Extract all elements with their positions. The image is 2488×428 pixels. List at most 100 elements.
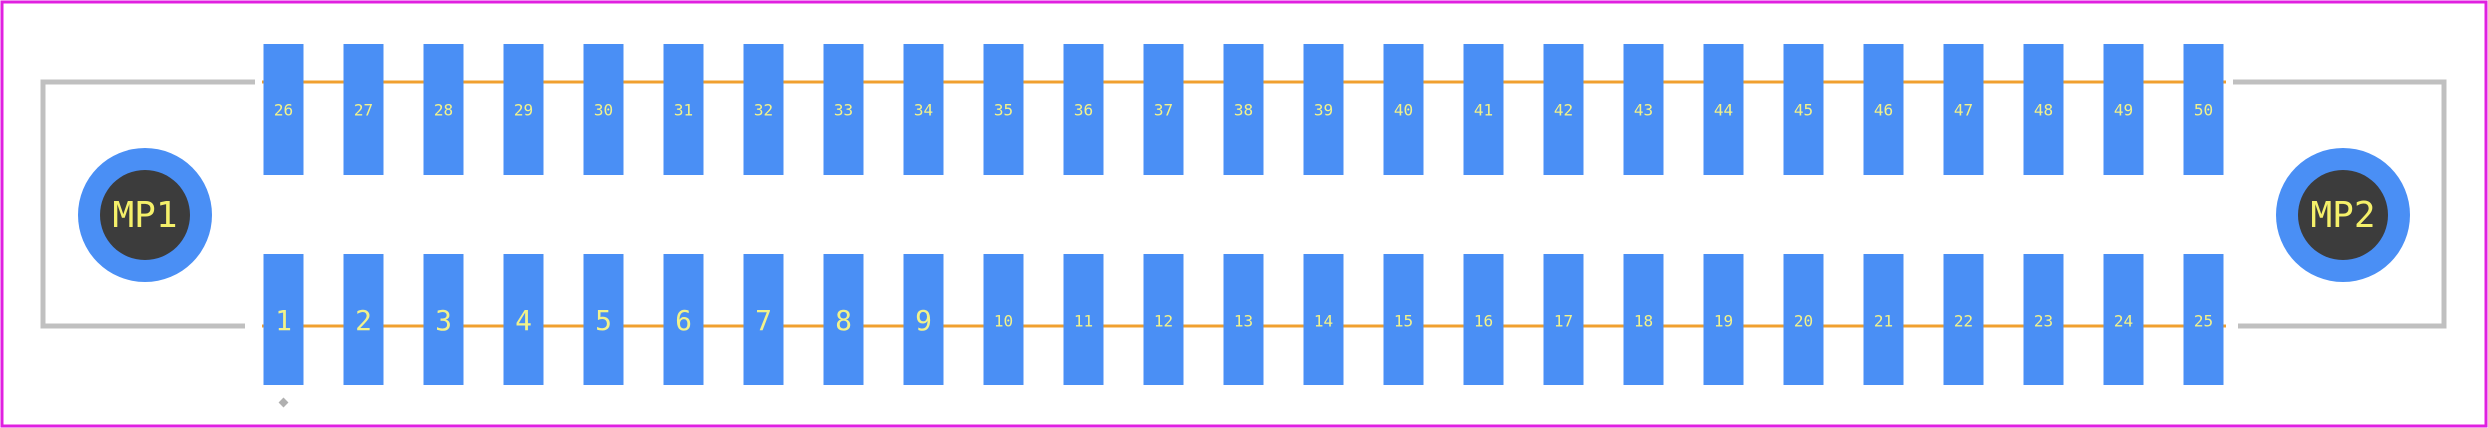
pad-label: 23 [2034, 312, 2053, 331]
pad-label: 38 [1234, 101, 1253, 120]
pad-label: 35 [994, 101, 1013, 120]
pad-38: 38 [1223, 44, 1264, 175]
pad-rect [1383, 254, 1424, 385]
pad-rect [583, 254, 624, 385]
pad-label: 41 [1474, 101, 1493, 120]
pad-47: 47 [1943, 44, 1984, 175]
pad-label: 45 [1794, 101, 1813, 120]
pad-rect [1783, 254, 1824, 385]
pad-rect [823, 44, 864, 175]
pad-rect [2023, 254, 2064, 385]
pad-label: 10 [994, 312, 1013, 331]
pad-label: 13 [1234, 312, 1253, 331]
pad-label: 30 [594, 101, 613, 120]
pad-24: 24 [2103, 254, 2144, 385]
pad-rect [423, 254, 464, 385]
pad-rect [1703, 254, 1744, 385]
pad-11: 11 [1063, 254, 1104, 385]
pad-12: 12 [1143, 254, 1184, 385]
mounting-hole-mp1: MP1 [78, 148, 212, 282]
pad-rect [1543, 254, 1584, 385]
pad-42: 42 [1543, 44, 1584, 175]
pad-37: 37 [1143, 44, 1184, 175]
pad-label: 43 [1634, 101, 1653, 120]
pad-32: 32 [743, 44, 784, 175]
pad-label: 36 [1074, 101, 1093, 120]
pad-26: 26 [263, 44, 304, 175]
silkscreen-right-bracket [2233, 79, 2447, 329]
pad-rect [503, 254, 544, 385]
pad-rect [1703, 44, 1744, 175]
pad-1: 1 [263, 254, 304, 385]
pad-label: 48 [2034, 101, 2053, 120]
pad-rect [1303, 44, 1344, 175]
pad-27: 27 [343, 44, 384, 175]
pad-rect [1383, 44, 1424, 175]
silkscreen-left-bracket [40, 79, 255, 329]
pad-33: 33 [823, 44, 864, 175]
pad-rect [1223, 44, 1264, 175]
pad-rect [263, 44, 304, 175]
pad-label: 27 [354, 101, 373, 120]
pad-rect [1063, 254, 1104, 385]
pad-label: 8 [835, 304, 852, 337]
mounting-hole-label: MP1 [112, 195, 177, 236]
pad-rect [663, 44, 704, 175]
pad-label: 4 [515, 304, 532, 337]
pad-rect [1943, 44, 1984, 175]
pad-9: 9 [903, 254, 944, 385]
pad-17: 17 [1543, 254, 1584, 385]
pad-label: 15 [1394, 312, 1413, 331]
pad-rect [1303, 254, 1344, 385]
pad-rect [663, 254, 704, 385]
pad-5: 5 [583, 254, 624, 385]
pad-rect [983, 254, 1024, 385]
pad-13: 13 [1223, 254, 1264, 385]
pad-rect [343, 254, 384, 385]
pad-40: 40 [1383, 44, 1424, 175]
pad-48: 48 [2023, 44, 2064, 175]
pad-label: 32 [754, 101, 773, 120]
pad-label: 14 [1314, 312, 1333, 331]
pad-rect [743, 44, 784, 175]
pin1-marker [278, 397, 289, 408]
pad-6: 6 [663, 254, 704, 385]
pad-label: 33 [834, 101, 853, 120]
pad-rect [1783, 44, 1824, 175]
pad-28: 28 [423, 44, 464, 175]
pad-10: 10 [983, 254, 1024, 385]
pad-rect [1623, 44, 1664, 175]
pad-label: 49 [2114, 101, 2133, 120]
pad-21: 21 [1863, 254, 1904, 385]
pad-29: 29 [503, 44, 544, 175]
pad-43: 43 [1623, 44, 1664, 175]
pad-rect [503, 44, 544, 175]
pad-rect [1863, 44, 1904, 175]
pad-label: 1 [275, 304, 292, 337]
pad-16: 16 [1463, 254, 1504, 385]
pad-7: 7 [743, 254, 784, 385]
pad-label: 16 [1474, 312, 1493, 331]
pad-label: 7 [755, 304, 772, 337]
pad-20: 20 [1783, 254, 1824, 385]
pad-rect [903, 44, 944, 175]
pad-label: 34 [914, 101, 933, 120]
pad-rect [1543, 44, 1584, 175]
pad-label: 11 [1074, 312, 1093, 331]
pad-rect [823, 254, 864, 385]
pad-rect [583, 44, 624, 175]
pad-rect [2023, 44, 2064, 175]
pad-rect [1943, 254, 1984, 385]
pad-31: 31 [663, 44, 704, 175]
pad-49: 49 [2103, 44, 2144, 175]
pad-label: 50 [2194, 101, 2213, 120]
pad-45: 45 [1783, 44, 1824, 175]
pad-rect [263, 254, 304, 385]
pad-41: 41 [1463, 44, 1504, 175]
pad-rect [1223, 254, 1264, 385]
pad-50: 50 [2183, 44, 2224, 175]
pad-34: 34 [903, 44, 944, 175]
